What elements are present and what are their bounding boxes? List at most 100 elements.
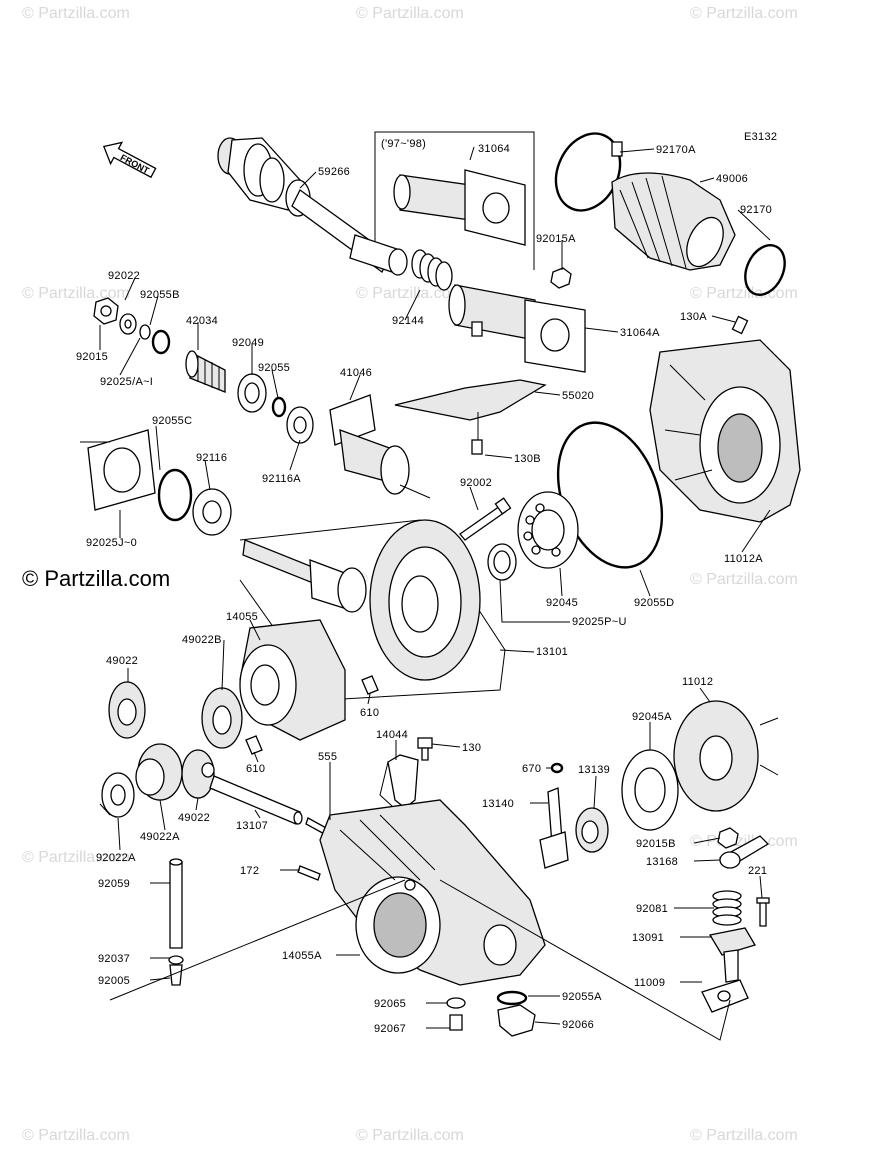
- label-92081: 92081: [636, 903, 668, 915]
- part-labels: 59266 31064 92170A 49006 92170 92015A 92…: [76, 143, 772, 1035]
- bearing-92116: [192, 488, 232, 536]
- shaft-13107: [209, 775, 303, 825]
- label-14055A: 14055A: [282, 950, 322, 962]
- oring-92055: [271, 396, 287, 418]
- spring-92144: [411, 249, 453, 291]
- label-13107: 13107: [236, 820, 268, 832]
- sleeve-31064A: [448, 284, 586, 373]
- label-92170A: 92170A: [656, 144, 696, 156]
- label-92116: 92116: [196, 452, 227, 464]
- label-92045A: 92045A: [632, 711, 672, 723]
- label-130A: 130A: [680, 311, 707, 323]
- label-92066: 92066: [562, 1019, 594, 1031]
- oring-670: [550, 762, 564, 774]
- label-92170: 92170: [740, 204, 772, 216]
- label-130: 130: [462, 742, 481, 754]
- label-92002: 92002: [460, 477, 492, 489]
- nut-92015A: [550, 267, 572, 289]
- washer-92065: [446, 997, 466, 1009]
- label-13168: 13168: [646, 856, 678, 868]
- nut-92015B: [717, 827, 739, 849]
- bearing-92045A: [621, 749, 679, 831]
- gear-49022-top: [108, 681, 146, 739]
- label-92059: 92059: [98, 878, 130, 890]
- label-92055D: 92055D: [634, 597, 674, 609]
- pin-610b: [245, 735, 263, 755]
- label-172: 172: [240, 865, 259, 877]
- label-49022A: 49022A: [140, 831, 180, 843]
- label-11009: 11009: [634, 977, 665, 989]
- label-670: 670: [522, 763, 541, 775]
- label-610a: 610: [360, 707, 379, 719]
- label-13140: 13140: [482, 798, 514, 810]
- pin-610a: [361, 675, 379, 695]
- shim-92025: [139, 324, 151, 340]
- label-92055C: 92055C: [152, 415, 192, 427]
- guard-55020: [394, 379, 547, 455]
- nut-92015: [93, 297, 119, 325]
- sleeve-31064: [393, 169, 526, 246]
- watermark: © Partzilla.com: [22, 849, 130, 866]
- label-59266: 59266: [318, 166, 350, 178]
- watermark: © Partzilla.com: [690, 571, 798, 588]
- plug-92067: [449, 1014, 463, 1031]
- screw-221: [756, 897, 770, 927]
- label-92144: 92144: [392, 315, 424, 327]
- label-92055: 92055: [258, 362, 290, 374]
- label-11012A: 11012A: [724, 553, 763, 565]
- label-92065: 92065: [374, 998, 406, 1010]
- watermark: © Partzilla.com: [356, 285, 464, 302]
- label-92015B: 92015B: [636, 838, 676, 850]
- label-13139: 13139: [578, 764, 610, 776]
- label-92067: 92067: [374, 1023, 406, 1035]
- label-49022-top: 49022: [106, 655, 138, 667]
- holder-13091: [708, 927, 756, 983]
- label-92025AI: 92025/A~I: [100, 376, 153, 388]
- gear-case-14055A: [319, 799, 546, 986]
- stud-172: [297, 865, 321, 881]
- coupling-42034: [185, 350, 226, 393]
- bolt-92002: [459, 497, 512, 541]
- clamp-92170: [744, 244, 786, 296]
- label-41046: 41046: [340, 367, 372, 379]
- label-92022: 92022: [108, 270, 140, 282]
- bearing-92045: [517, 491, 579, 569]
- label-55020: 55020: [562, 390, 594, 402]
- diagram-code: E3132: [744, 131, 777, 143]
- label-49022-bottom: 49022: [178, 812, 210, 824]
- shim-92025J0: [87, 429, 156, 511]
- label-92037: 92037: [98, 953, 130, 965]
- watermark: © Partzilla.com: [690, 5, 798, 22]
- label-49022B: 49022B: [182, 634, 222, 646]
- label-92022A: 92022A: [96, 852, 136, 864]
- label-92015: 92015: [76, 351, 108, 363]
- shim-92025PU: [487, 543, 517, 581]
- watermark-main: © Partzilla.com: [22, 566, 170, 591]
- oring-92055C: [157, 468, 193, 522]
- sleeve-13139: [575, 807, 609, 853]
- watermark: © Partzilla.com: [356, 5, 464, 22]
- lever-13168: [719, 835, 770, 869]
- label-92015A: 92015A: [536, 233, 576, 245]
- watermark: © Partzilla.com: [690, 285, 798, 302]
- gear-49022B: [201, 687, 243, 749]
- label-92116A: 92116A: [262, 473, 301, 485]
- plug-92066: [497, 1004, 536, 1037]
- front-arrow-icon: FRONT: [102, 141, 157, 179]
- label-221: 221: [748, 865, 767, 877]
- spring-92081: [712, 890, 742, 926]
- watermark: © Partzilla.com: [690, 833, 798, 850]
- watermark: © Partzilla.com: [356, 1127, 464, 1144]
- label-130B: 130B: [514, 453, 541, 465]
- oring-92055A: [496, 990, 528, 1006]
- oring-92055B: [151, 329, 171, 355]
- label-92025PU: 92025P~U: [572, 616, 627, 628]
- year-range-label: ('97~'98): [381, 138, 426, 150]
- year-range-box: ('97~'98): [374, 131, 535, 270]
- watermark: © Partzilla.com: [22, 1127, 130, 1144]
- label-92045: 92045: [546, 597, 578, 609]
- bracket-14044: [379, 754, 419, 809]
- gasket-11009: [701, 979, 749, 1013]
- label-92049: 92049: [232, 337, 264, 349]
- washer-92022A: [101, 772, 135, 818]
